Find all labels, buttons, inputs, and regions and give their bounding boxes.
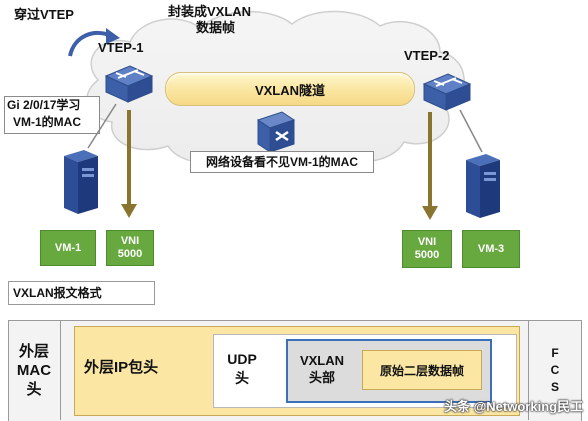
curved-arrow-icon (68, 28, 120, 57)
mac-learning-note: Gi 2/0/17学习 VM-1的MAC (4, 96, 100, 134)
format-title: VXLAN报文格式 (13, 286, 102, 300)
switch-icon (104, 65, 154, 103)
encap-label: 封装成VXLAN 数据帧 (168, 4, 252, 35)
vxlan-tunnel: VXLAN隧道 (165, 72, 415, 106)
vm1-box: VM-1 (40, 230, 96, 266)
tunnel-label: VXLAN隧道 (254, 82, 326, 98)
vm3-box: VM-3 (462, 230, 520, 268)
server-icon (64, 150, 98, 214)
outer-ip-label: 外层IP包头 (84, 359, 159, 376)
router-icon (256, 111, 296, 153)
watermark: 头条 @Networking民工 (444, 399, 584, 414)
format-title-box (8, 281, 155, 305)
vtep1-label: VTEP-1 (98, 40, 144, 55)
cross-vtep-label: 穿过VTEP (14, 7, 74, 22)
inner-frame: 原始二层数据帧 (362, 350, 482, 390)
down-arrow-icon (121, 110, 137, 218)
vtep2-label: VTEP-2 (404, 48, 450, 63)
network-note: 网络设备看不见VM-1的MAC (190, 151, 374, 173)
server-icon (466, 154, 500, 218)
switch-icon (422, 73, 472, 111)
down-arrow-icon (422, 112, 438, 220)
link-lines (87, 103, 483, 153)
